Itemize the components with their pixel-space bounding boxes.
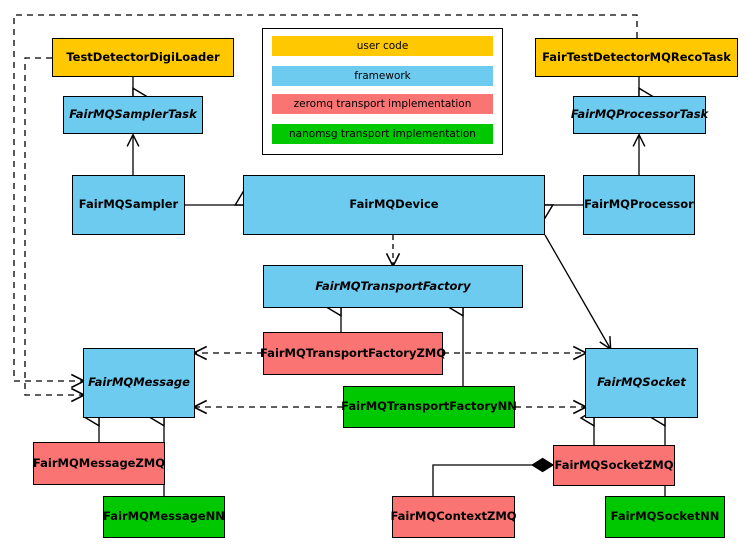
class-box-fairmqsamplertask[interactable]: FairMQSamplerTask [63,96,203,134]
class-box-fairmqsampler[interactable]: FairMQSampler [72,175,185,235]
class-box-fairmqprocessor[interactable]: FairMQProcessor [583,175,695,235]
class-box-fairmqtransportfactory[interactable]: FairMQTransportFactory [263,265,523,308]
class-box-fairmqtransportfactorynn[interactable]: FairMQTransportFactoryNN [341,386,517,428]
class-box-fairmqsocketnn[interactable]: FairMQSocketNN [605,496,725,538]
legend-item-zeromq-transport: zeromq transport implementation [272,94,493,114]
class-box-fairtestdetectormqrecotask[interactable]: FairTestDetectorMQRecoTask [535,38,738,77]
class-box-fairmqsocket[interactable]: FairMQSocket [585,348,698,418]
legend-item-nanomsg-transport: nanomsg transport implementation [272,124,493,144]
class-box-fairmqmessagenn[interactable]: FairMQMessageNN [103,496,225,538]
class-box-fairmqmessage[interactable]: FairMQMessage [83,348,195,418]
class-box-fairmqsocketzmq[interactable]: FairMQSocketZMQ [553,445,675,486]
class-box-fairmqprocessortask[interactable]: FairMQProcessorTask [571,96,708,134]
class-box-fairmqtransportfactoryzmq[interactable]: FairMQTransportFactoryZMQ [260,332,446,375]
class-box-testdetectordigiloader[interactable]: TestDetectorDigiLoader [52,38,234,77]
legend-item-framework: framework [272,66,493,86]
class-box-fairmqcontextzmq[interactable]: FairMQContextZMQ [390,496,517,538]
class-box-fairmqmessagezmq[interactable]: FairMQMessageZMQ [33,442,165,485]
legend-item-user-code: user code [272,36,493,56]
class-box-fairmqdevice[interactable]: FairMQDevice [243,175,545,235]
